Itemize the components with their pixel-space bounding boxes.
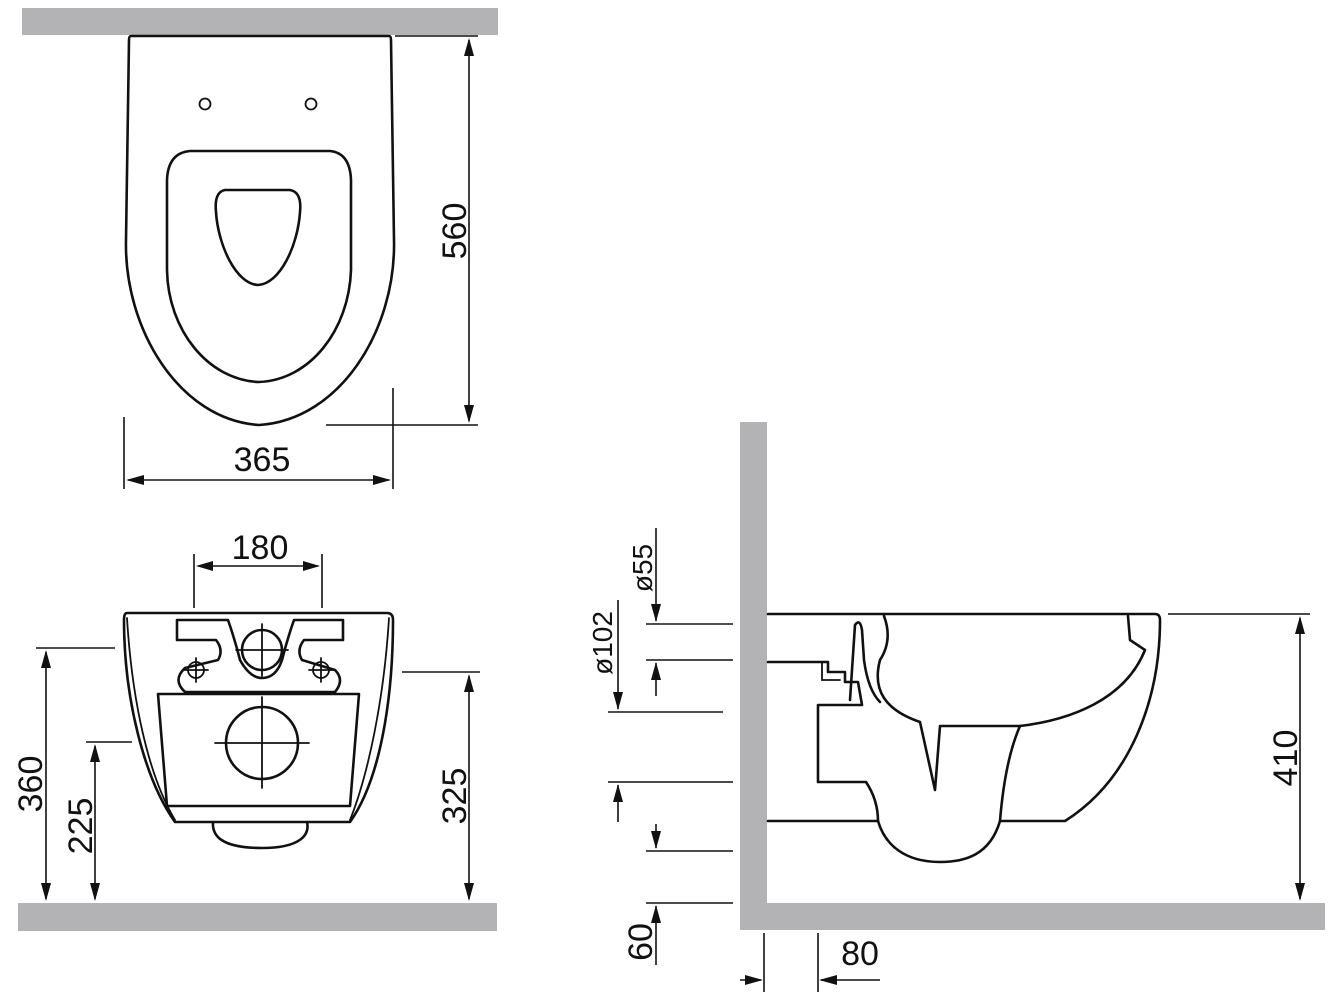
side-floor [740, 903, 1325, 930]
top-wall [22, 8, 498, 35]
dim-label-d55: ø55 [627, 544, 658, 592]
front-body-outline [122, 611, 395, 824]
dim-label-325: 325 [436, 768, 474, 825]
dim-label-365: 365 [234, 441, 291, 479]
side-view: 410 ø55 ø102 60 80 [587, 422, 1325, 992]
top-seat-outline [165, 149, 353, 384]
top-view: 560 365 [22, 8, 498, 489]
top-bowl-outline [124, 34, 396, 427]
side-body-outline [766, 612, 1162, 864]
front-floor [18, 903, 497, 931]
dim-label-410: 410 [1267, 730, 1305, 787]
front-view: 180 360 225 325 [12, 529, 497, 931]
side-wall [740, 422, 767, 930]
dim-label-180: 180 [232, 529, 289, 567]
hinge-hole-left [198, 97, 212, 111]
top-bowl-opening [214, 188, 302, 287]
dim-label-d102: ø102 [587, 611, 618, 675]
dim-label-225: 225 [62, 798, 100, 855]
dim-label-560: 560 [436, 203, 474, 260]
dim-label-80: 80 [841, 935, 879, 973]
front-upper-plate [175, 618, 345, 694]
side-back-connector [766, 660, 880, 823]
side-inner-bowl [876, 614, 1147, 792]
dim-label-360: 360 [12, 756, 50, 813]
front-lower-plate [156, 692, 361, 808]
dim-label-60: 60 [622, 923, 660, 961]
hinge-hole-right [304, 97, 318, 111]
